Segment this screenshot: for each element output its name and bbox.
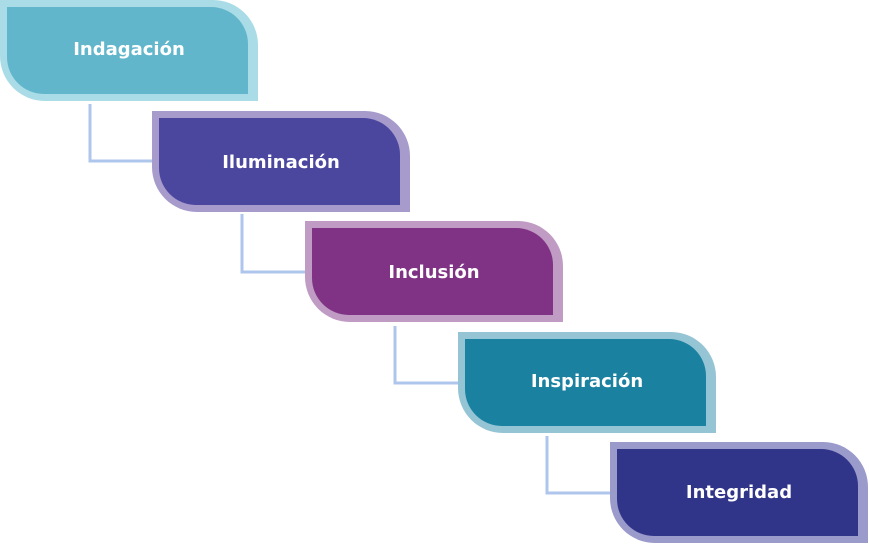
step-integridad: Integridad	[610, 442, 868, 543]
step-2-box	[159, 118, 400, 205]
step-indagacion: Indagación	[0, 0, 258, 101]
step-5-label: Integridad	[686, 482, 792, 503]
connector-4-5	[545, 436, 615, 495]
step-1-label: Indagación	[73, 39, 185, 60]
step-3-box	[312, 228, 553, 315]
connector-3-4	[393, 326, 463, 385]
step-iluminacion: Iluminación	[152, 111, 410, 212]
step-inspiracion: Inspiración	[458, 332, 716, 433]
step-1-box	[7, 7, 248, 94]
connector-2-3	[240, 214, 310, 274]
step-inclusion: Inclusión	[305, 221, 563, 322]
step-3-label: Inclusión	[388, 262, 479, 283]
connector-1-2	[88, 104, 158, 163]
step-5-box	[617, 449, 858, 536]
step-4-label: Inspiración	[531, 371, 643, 392]
step-2-label: Iluminación	[222, 152, 340, 173]
step-4-box	[465, 339, 706, 426]
